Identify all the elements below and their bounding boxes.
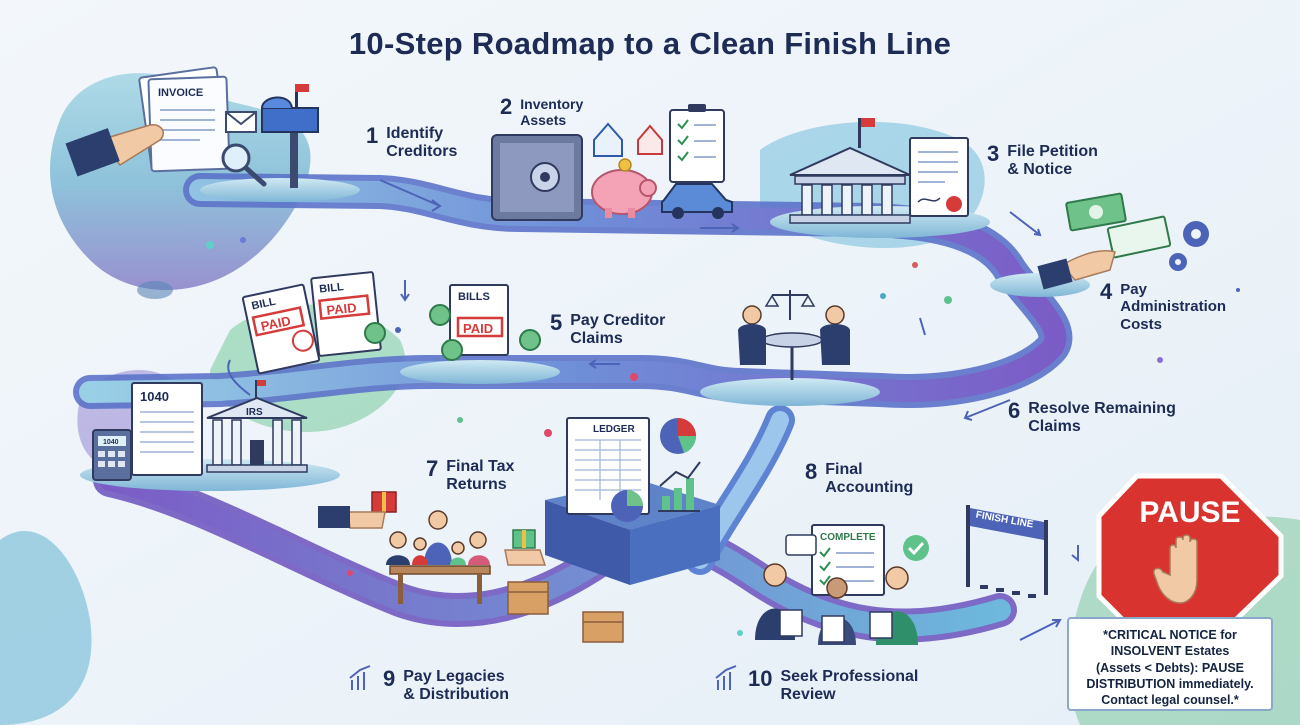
step-label: Final Tax Returns (446, 458, 515, 494)
finish-line-banner: FINISH LINE (966, 505, 1048, 598)
direction-arrows (227, 179, 1079, 641)
courthouse-icon (789, 118, 911, 224)
step-number: 8 (805, 459, 818, 484)
step-label: Seek Professional Review (780, 668, 919, 704)
step-5: 5 Pay Creditor Claims (550, 312, 665, 349)
bill-label-1: BILL (250, 296, 277, 313)
step-number: 4 (1100, 279, 1113, 304)
step-4: 4 Pay Administration Costs (1100, 281, 1226, 333)
calculator-display: 1040 (103, 439, 119, 446)
ledger-illustration: LEDGER (566, 417, 650, 515)
step-number: 7 (426, 456, 439, 481)
house-icon (593, 122, 663, 157)
pause-sign: PAUSE (1096, 473, 1284, 637)
irs-label: IRS (246, 407, 263, 418)
paid-stamp-1: PAID (260, 313, 293, 334)
step-7: 7 Final Tax Returns (426, 458, 514, 495)
ledger-label: LEDGER (593, 424, 635, 435)
petition-document-icon (909, 137, 969, 217)
step-label: Inventory Assets (520, 96, 584, 129)
mailbox-icon (225, 84, 319, 188)
piggy-bank-icon (591, 158, 657, 218)
pie-chart-icon (611, 418, 696, 522)
paid-stamp-2: PAID (326, 300, 358, 318)
car-icon (661, 183, 733, 219)
negotiation-illustration (738, 290, 850, 380)
form-1040-label: 1040 (140, 389, 169, 404)
bar-chart-icon (658, 461, 701, 512)
step-8: 8 Final Accounting (805, 461, 913, 498)
calculator-icon: 1040 (92, 429, 132, 481)
trend-icon (349, 665, 737, 690)
step-number: 9 (383, 666, 396, 691)
complete-label: COMPLETE (820, 532, 876, 543)
money-icon (1065, 192, 1127, 232)
step-label: Final Accounting (825, 461, 914, 497)
irs-building-icon: IRS (206, 380, 308, 473)
pause-label: PAUSE (1139, 496, 1240, 529)
family-table-illustration (386, 510, 491, 604)
complete-document-icon: COMPLETE (785, 524, 929, 596)
safe-icon (491, 134, 583, 221)
step-6: 6 Resolve Remaining Claims (1008, 400, 1176, 437)
box-icon (507, 581, 624, 643)
step-number: 3 (987, 141, 1000, 166)
page-title: 10-Step Roadmap to a Clean Finish Line (348, 26, 952, 61)
step-label: Identify Creditors (386, 125, 458, 161)
step-number: 1 (366, 123, 379, 148)
critical-notice-box: *CRITICAL NOTICE for INSOLVENT Estates (… (1067, 617, 1273, 711)
invoice-illustration: INVOICE (65, 66, 231, 177)
step-number: 10 (748, 666, 773, 691)
step-9: 9 Pay Legacies & Distribution (383, 668, 509, 705)
paid-bills-illustration: BILL PAID BILL PAID BILLS PAID (241, 271, 541, 375)
gear-icon (1169, 221, 1209, 271)
paid-stamp-3: PAID (463, 321, 493, 336)
tax-forms-illustration: 1040 (131, 382, 203, 476)
invoice-label: INVOICE (158, 87, 203, 99)
step-number: 5 (550, 310, 563, 335)
bills-label: BILLS (458, 291, 490, 303)
step-label: Pay Legacies & Distribution (403, 668, 510, 704)
check-payment-icon (1037, 215, 1172, 290)
step-label: Resolve Remaining Claims (1028, 400, 1176, 436)
step-label: Pay Administration Costs (1120, 281, 1227, 333)
step-3: 3 File Petition & Notice (987, 143, 1098, 180)
step-label: File Petition & Notice (1007, 143, 1098, 179)
step-label: Pay Creditor Claims (570, 312, 666, 348)
magnifier-icon (221, 143, 267, 187)
reviewers-illustration (755, 563, 918, 645)
checklist-icon (669, 104, 725, 183)
gift-icon (318, 491, 547, 566)
step-2: 2 Inventory Assets (500, 94, 584, 129)
step-1: 1 Identify Creditors (366, 125, 457, 162)
step-number: 6 (1008, 398, 1021, 423)
bill-label-2: BILL (319, 281, 345, 296)
step-10: 10 Seek Professional Review (748, 668, 918, 705)
step-number: 2 (500, 94, 513, 119)
sparkle-dots (206, 237, 1240, 636)
